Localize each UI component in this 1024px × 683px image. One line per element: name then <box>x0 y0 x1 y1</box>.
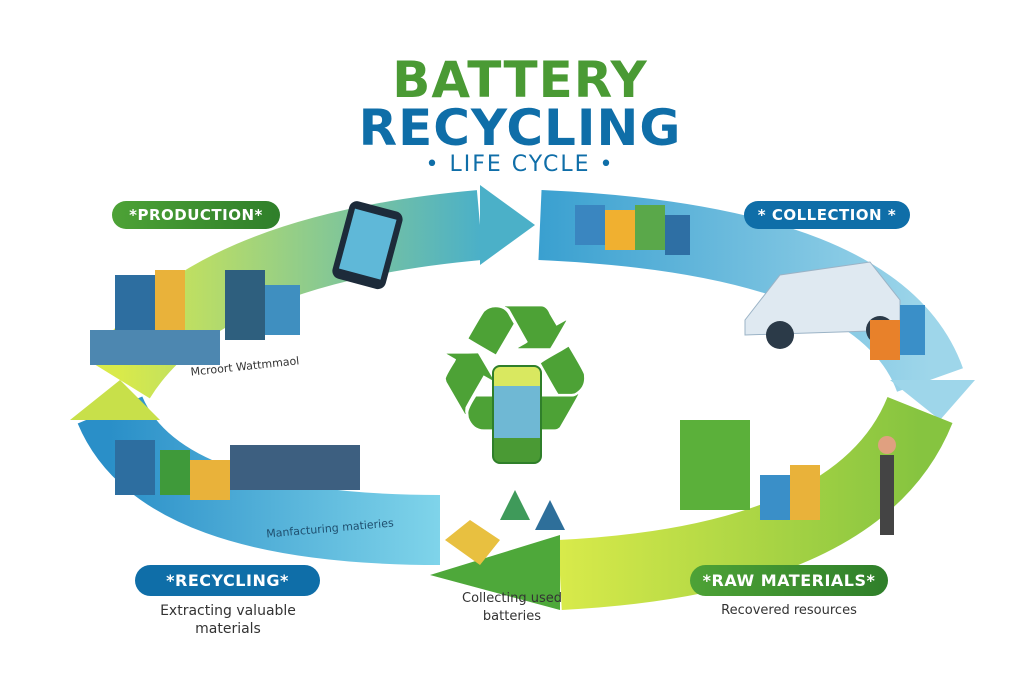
arrowhead <box>480 185 535 265</box>
center-description-line1: Collecting used <box>462 591 562 606</box>
battery-icon <box>492 365 542 464</box>
collection-label: * COLLECTION * <box>744 201 910 229</box>
recycling-description: Extracting valuable materials <box>128 602 328 638</box>
center-description-line2: batteries <box>482 609 542 624</box>
recycling-description-line2: materials <box>195 621 261 637</box>
title-line2: RECYCLING <box>358 99 682 157</box>
recycling-description-line1: Extracting valuable <box>160 603 296 619</box>
arrowhead <box>70 380 160 420</box>
production-label: *PRODUCTION* <box>112 201 280 229</box>
phone-icon <box>332 201 403 290</box>
arrow-raw-to-center <box>558 395 953 610</box>
arrowhead <box>890 380 975 420</box>
recycling-label: *RECYCLING* <box>135 565 320 596</box>
title-line1: BATTERY <box>392 51 648 109</box>
battery-stacks <box>90 205 925 565</box>
raw-materials-description: Recovered resources <box>721 603 857 618</box>
subtitle: • LIFE CYCLE • <box>425 152 615 177</box>
center-description: Collecting used batteries <box>432 590 592 626</box>
raw-materials-label: *RAW MATERIALS* <box>690 565 888 596</box>
arrowhead <box>430 535 560 610</box>
